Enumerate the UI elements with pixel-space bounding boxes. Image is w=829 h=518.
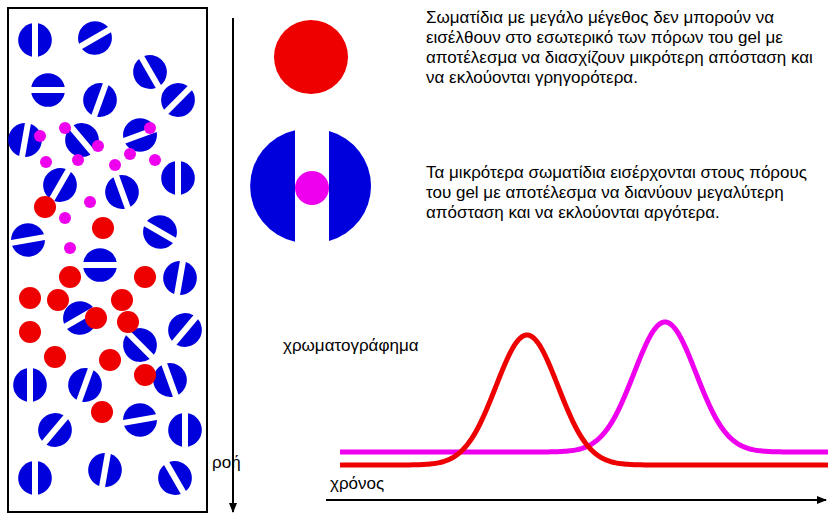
- axis-label: χρόνος: [330, 474, 384, 494]
- description-text: Τα μικρότερα σωματίδια εισέρχονται στους…: [426, 163, 821, 223]
- small-particles: [34, 122, 161, 254]
- gel-column: [6, 8, 209, 512]
- gel-beads: [6, 15, 209, 501]
- time-axis: [326, 499, 826, 501]
- flow-arrow: [232, 18, 234, 512]
- large-particles: [19, 196, 156, 423]
- axis-label: ροή: [212, 453, 241, 473]
- chart-label: χρωματογράφημα: [283, 336, 419, 356]
- description-text: Σωματίδια με μεγάλο μέγεθος δεν μπορούν …: [426, 8, 821, 88]
- particle-sizes: [250, 20, 371, 242]
